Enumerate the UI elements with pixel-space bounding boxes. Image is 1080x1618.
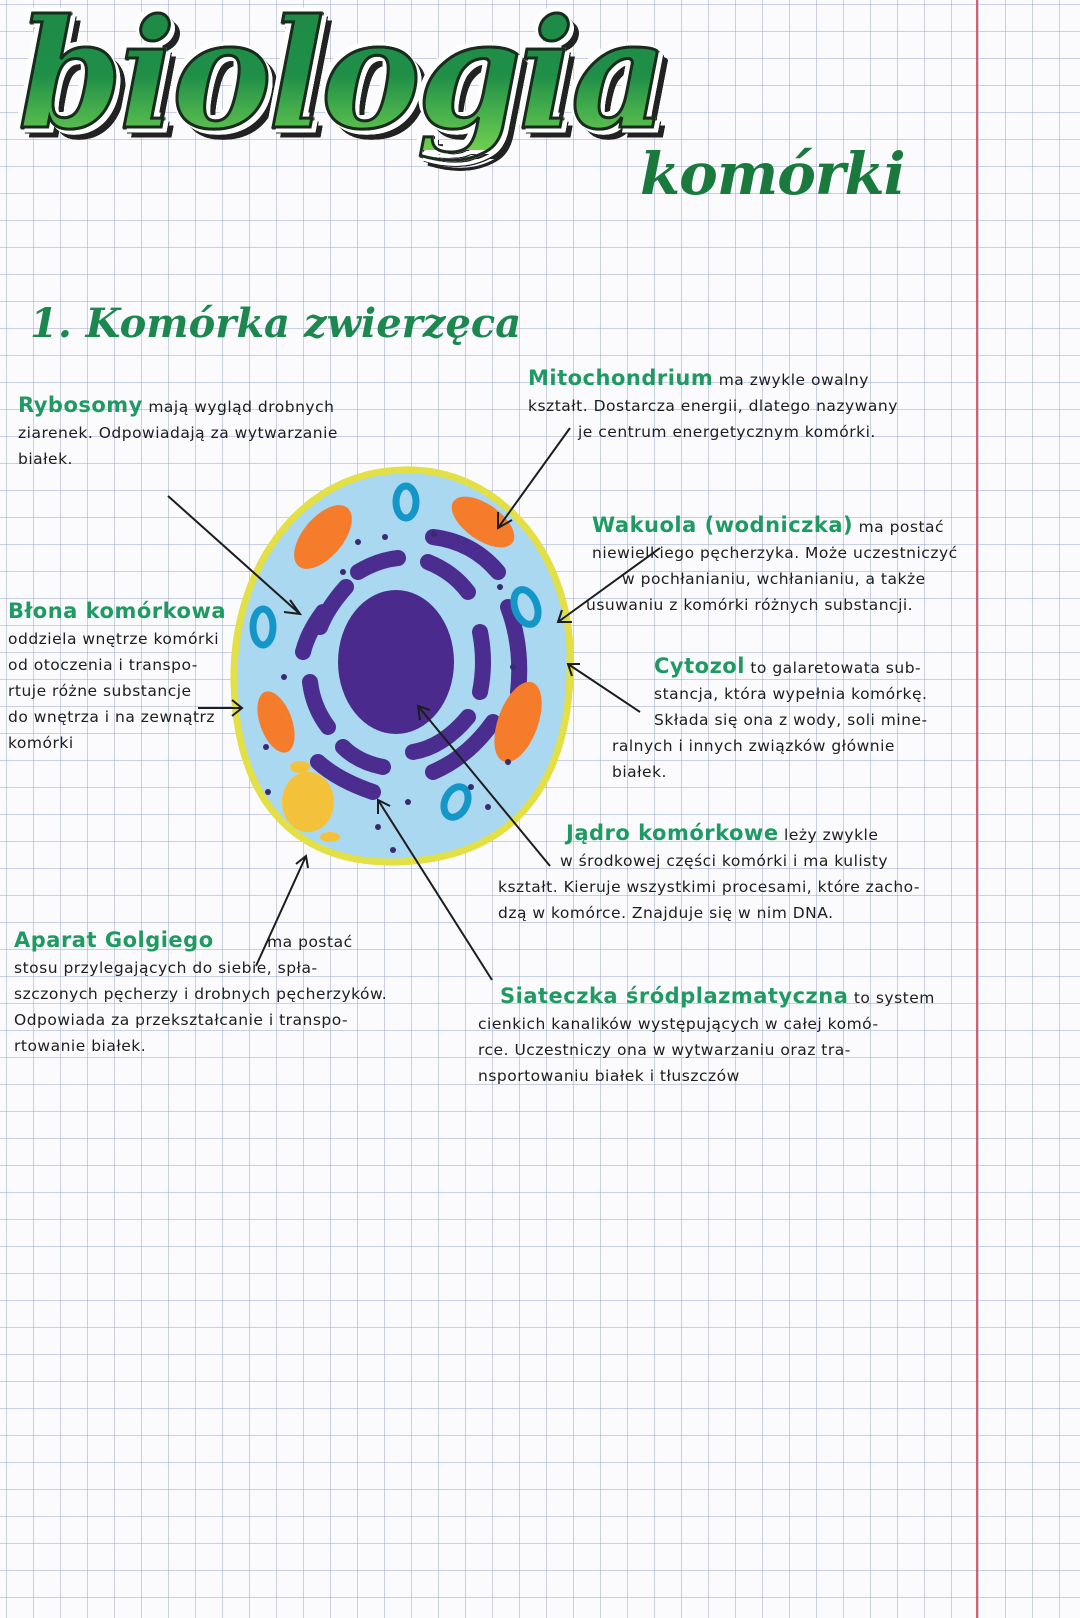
page-title: biologia: [16, 0, 669, 163]
animal-cell-diagram: [230, 466, 574, 866]
note-rybosomy: Rybosomy mają wygląd drobnych ziarenek. …: [18, 393, 338, 468]
note-jadro: Jądro komórkowe leży zwykle w środkowej …: [498, 821, 921, 922]
term-cytozol: Cytozol: [654, 654, 745, 678]
note-mitochondrium: Mitochondrium ma zwykle owalny kształt. …: [528, 366, 898, 441]
note-siateczka: Siateczka śródplazmatyczna to system cie…: [478, 984, 935, 1085]
term-siateczka: Siateczka śródplazmatyczna: [500, 984, 849, 1008]
page-margin-line: [976, 0, 978, 1618]
section-heading: 1. Komórka zwierzęca: [30, 300, 522, 347]
note-golgi: Aparat Golgiego ma postać stosu przylega…: [14, 928, 388, 1055]
golgi-apparatus: [282, 761, 340, 842]
term-mitochondrium: Mitochondrium: [528, 366, 714, 390]
term-golgi: Aparat Golgiego: [14, 928, 214, 952]
note-wakuola: Wakuola (wodniczka) ma postać niewielkie…: [586, 513, 958, 614]
nucleus: [338, 590, 454, 734]
term-rybosomy: Rybosomy: [18, 393, 143, 417]
term-jadro: Jądro komórkowe: [566, 821, 779, 845]
note-blona: Błona komórkowa oddziela wnętrze komórki…: [8, 599, 227, 752]
term-wakuola: Wakuola (wodniczka): [592, 513, 854, 537]
note-cytozol: Cytozol to galaretowata sub- stancja, kt…: [612, 654, 928, 781]
term-blona: Błona komórkowa: [8, 599, 227, 623]
page-subtitle: komórki: [640, 140, 906, 208]
